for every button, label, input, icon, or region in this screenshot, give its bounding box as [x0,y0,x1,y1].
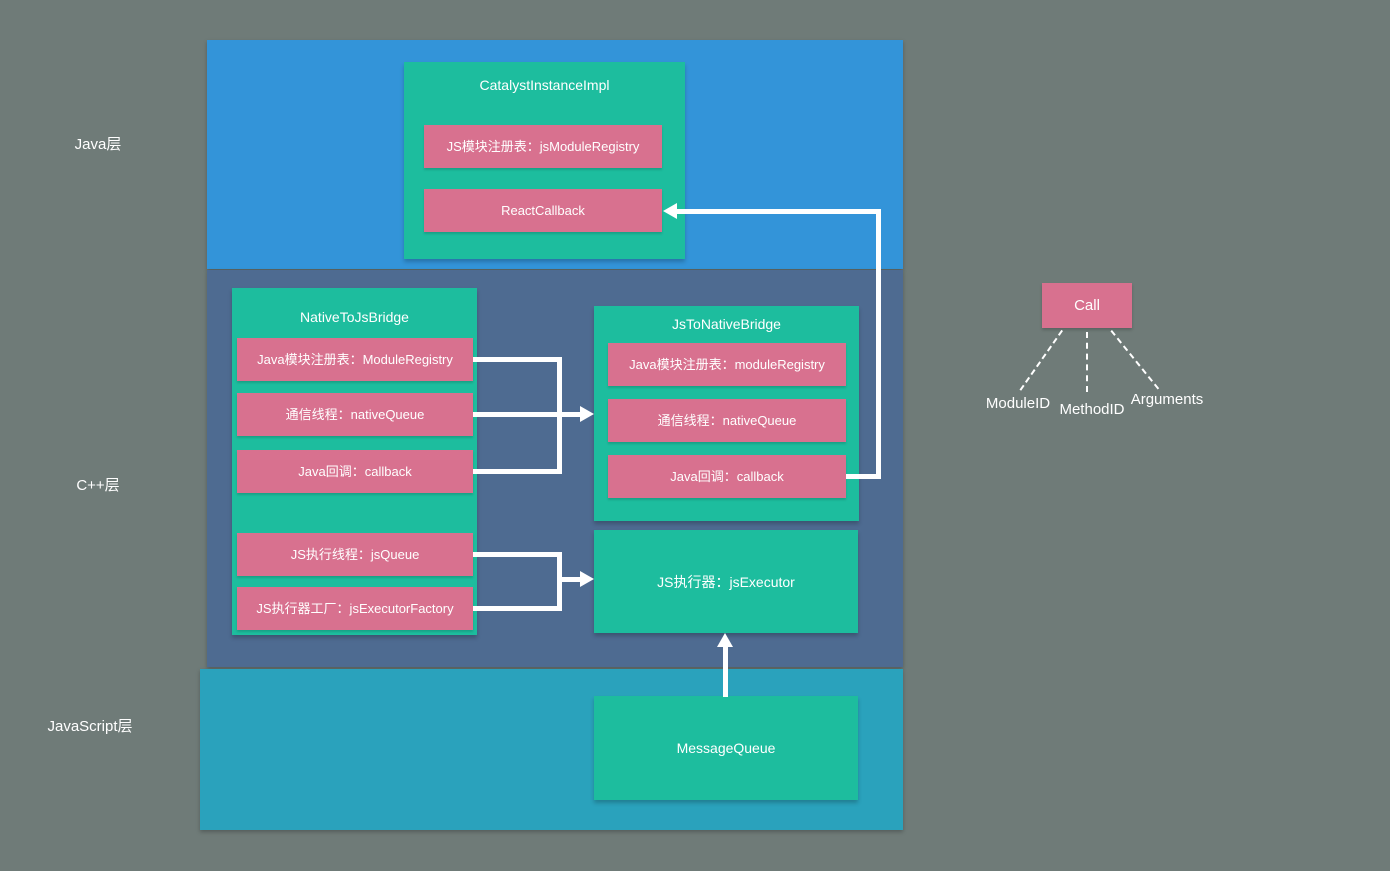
js-executor-box: JS执行器：jsExecutor [594,530,858,633]
arrow-line [723,645,728,697]
arrow-line [473,469,562,474]
react-callback-row: ReactCallback [424,189,662,232]
dashed-connector [1019,329,1063,391]
arrowhead-right-icon [580,406,594,422]
native-queue-row: 通信线程：nativeQueue [237,393,473,436]
arrowhead-right-icon [580,571,594,587]
dashed-connector [1110,330,1160,390]
dashed-connector [1086,332,1088,392]
arrow-line [473,357,562,362]
js-module-registry-row: JS模块注册表：jsModuleRegistry [424,125,662,168]
call-box: Call [1042,283,1132,328]
js-to-native-bridge-title: JsToNativeBridge [672,316,781,332]
javascript-layer-label: JavaScript层 [47,718,133,735]
arrowhead-up-icon [717,633,733,647]
js-executor-factory-row: JS执行器工厂：jsExecutorFactory [237,587,473,630]
arrow-line [473,606,562,611]
module-id-label: ModuleID [985,395,1051,412]
arrow-line [473,412,580,417]
java-callback-row: Java回调：callback [237,450,473,493]
js-queue-row: JS执行线程：jsQueue [237,533,473,576]
call-label: Call [1074,297,1100,314]
native-queue-row: 通信线程：nativeQueue [608,399,846,442]
catalyst-instance-impl-title: CatalystInstanceImpl [479,77,610,93]
arrow-line [557,577,580,582]
arrow-line [677,209,876,214]
message-queue-label: MessageQueue [676,740,776,756]
message-queue-box: MessageQueue [594,696,858,800]
arrow-line [846,474,881,479]
java-callback-row: Java回调：callback [608,455,846,498]
module-registry-row: Java模块注册表：moduleRegistry [608,343,846,386]
catalyst-instance-impl-box: CatalystInstanceImpl JS模块注册表：jsModuleReg… [404,62,685,259]
module-registry-row: Java模块注册表：ModuleRegistry [237,338,473,381]
native-to-js-bridge-box: NativeToJsBridge Java模块注册表：ModuleRegistr… [232,288,477,635]
arrow-line [473,552,562,557]
arrow-line [876,209,881,479]
arrowhead-left-icon [663,203,677,219]
java-layer-label: Java层 [74,136,122,153]
cpp-layer-label: C++层 [76,477,120,494]
native-to-js-bridge-title: NativeToJsBridge [300,309,409,325]
js-executor-label: JS执行器：jsExecutor [657,573,795,590]
js-to-native-bridge-box: JsToNativeBridge Java模块注册表：moduleRegistr… [594,306,859,521]
method-id-label: MethodID [1059,401,1125,418]
arrow-line [557,357,562,474]
arguments-label: Arguments [1130,391,1204,408]
